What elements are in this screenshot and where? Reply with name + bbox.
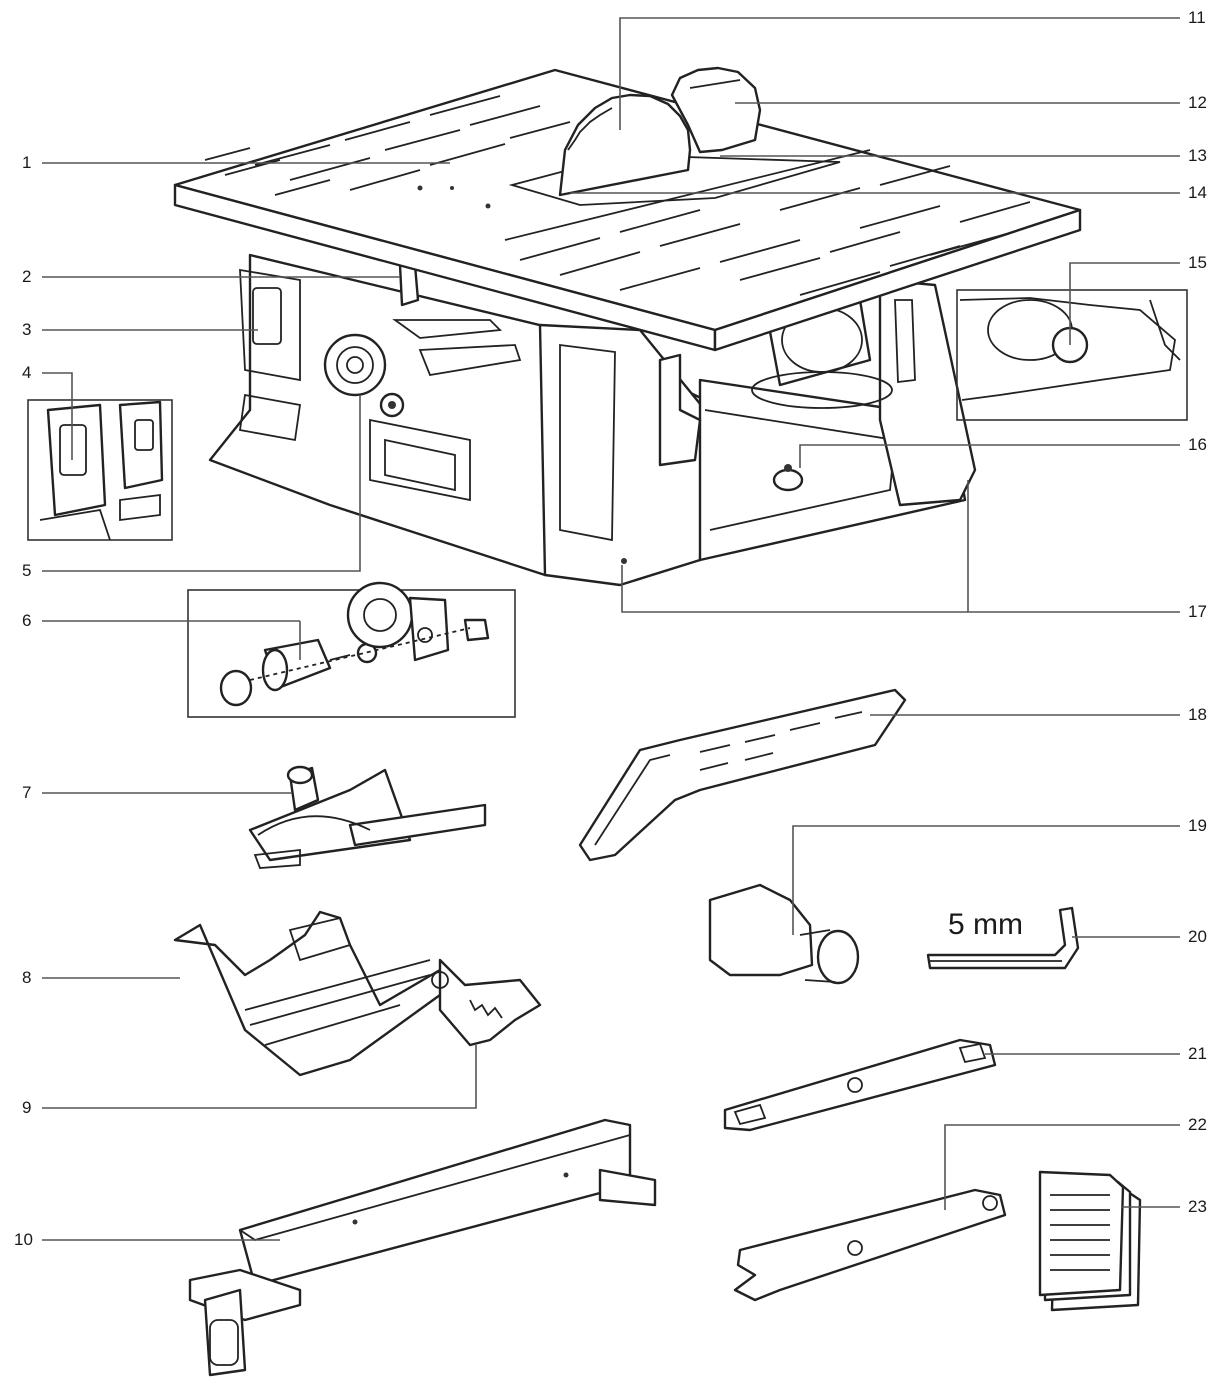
hex-key-illustration	[926, 906, 1080, 970]
open-spanner-illustration	[733, 1188, 1007, 1302]
ring-spanner-illustration	[723, 1038, 997, 1132]
saw-blade-illustration	[558, 66, 762, 197]
callout-5: 5	[22, 561, 32, 580]
manual-illustration	[1038, 1170, 1142, 1312]
dust-port-inset-illustration	[956, 289, 1188, 421]
hex-key-size-label: 5 mm	[948, 908, 1023, 941]
callout-18: 18	[1188, 705, 1207, 724]
callout-14: 14	[1188, 183, 1207, 202]
table-top-illustration	[173, 68, 1082, 352]
callout-1: 1	[22, 153, 32, 172]
lock-knob-exploded-illustration	[187, 581, 516, 718]
rip-fence-illustration	[188, 1118, 657, 1377]
blade-guard-illustration	[173, 910, 542, 1077]
callout-16: 16	[1188, 435, 1207, 454]
callout-23: 23	[1188, 1197, 1207, 1216]
switch-inset-illustration	[27, 399, 173, 541]
dust-adapter-illustration	[708, 883, 860, 985]
callout-6: 6	[22, 611, 32, 630]
callout-20: 20	[1188, 927, 1207, 946]
callout-19: 19	[1188, 816, 1207, 835]
mitre-gauge-illustration	[248, 765, 487, 869]
callout-8: 8	[22, 968, 32, 987]
callout-15: 15	[1188, 253, 1207, 272]
callout-7: 7	[22, 783, 32, 802]
callout-11: 11	[1188, 8, 1206, 27]
saw-base-illustration	[208, 253, 977, 587]
push-stick-illustration	[578, 688, 907, 862]
callout-17: 17	[1188, 602, 1207, 621]
callout-21: 21	[1188, 1044, 1207, 1063]
callout-13: 13	[1188, 146, 1207, 165]
callout-9: 9	[22, 1098, 32, 1117]
callout-2: 2	[22, 267, 32, 286]
callout-10: 10	[14, 1230, 33, 1249]
callout-3: 3	[22, 320, 32, 339]
leader-lines	[42, 17, 1180, 1241]
callout-12: 12	[1188, 93, 1207, 112]
callout-4: 4	[22, 363, 32, 382]
callout-22: 22	[1188, 1115, 1207, 1134]
